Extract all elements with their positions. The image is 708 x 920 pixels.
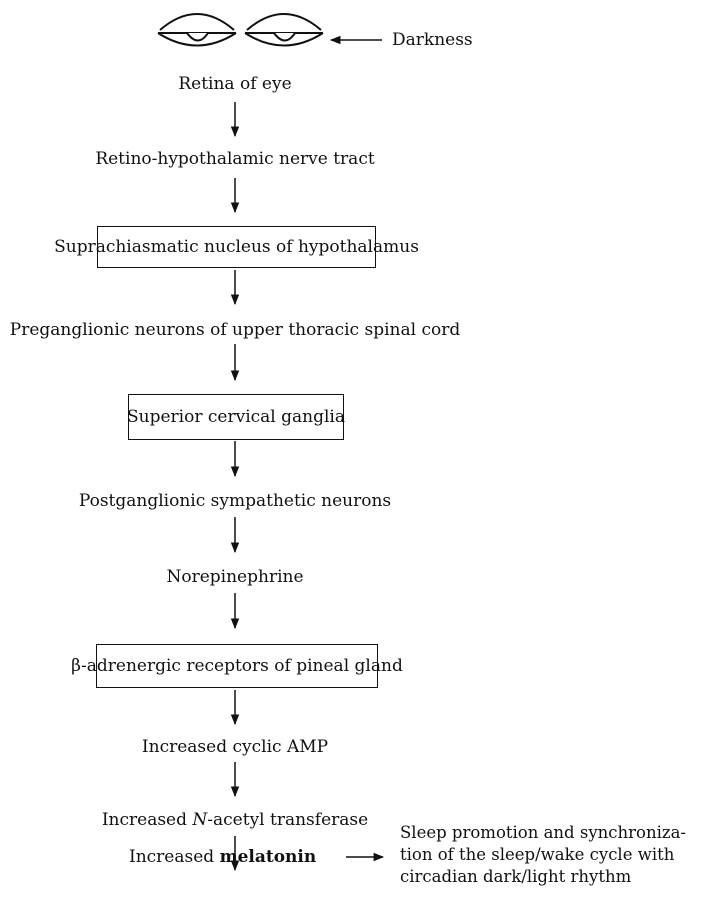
- step-postganglionic-neurons: Postganglionic sympathetic neurons: [78, 491, 392, 511]
- box-superior-cervical-ganglia-label: Superior cervical ganglia: [127, 407, 345, 427]
- step-norepinephrine: Norepinephrine: [166, 567, 304, 587]
- box-beta-adrenergic-receptors: β-adrenergic receptors of pineal gland: [71, 644, 403, 688]
- melatonin-bold: melatonin: [219, 847, 317, 867]
- flow-arrows: [230, 102, 385, 872]
- outcome-line-2: tion of the sleep/wake cycle with: [400, 845, 675, 864]
- outcome-text: Sleep promotion and synchroniza- tion of…: [400, 822, 686, 888]
- step-retino-hypothalamic-tract: Retino-hypothalamic nerve tract: [95, 149, 375, 169]
- nat-suffix: -acetyl transferase: [207, 810, 369, 830]
- nat-prefix: Increased: [101, 810, 193, 830]
- step-retina: Retina of eye: [178, 74, 292, 94]
- box-superior-cervical-ganglia: Superior cervical ganglia: [127, 394, 345, 440]
- step-increased-melatonin: Increased melatonin: [129, 847, 316, 867]
- step-preganglionic-neurons: Preganglionic neurons of upper thoracic …: [9, 320, 461, 340]
- box-suprachiasmatic-nucleus: Suprachiasmatic nucleus of hypothalamus: [54, 226, 419, 268]
- step-increased-n-acetyl-transferase: Increased N-acetyl transferase: [102, 810, 368, 830]
- outcome-line-3: circadian dark/light rhythm: [400, 867, 632, 886]
- box-beta-adrenergic-receptors-label: β-adrenergic receptors of pineal gland: [71, 656, 403, 676]
- step-increased-cyclic-amp: Increased cyclic AMP: [141, 737, 329, 757]
- nat-italic-n: N: [192, 810, 208, 830]
- outcome-line-1: Sleep promotion and synchroniza-: [400, 823, 686, 842]
- darkness-label: Darkness: [392, 30, 473, 50]
- melatonin-prefix: Increased: [129, 847, 220, 867]
- box-suprachiasmatic-nucleus-label: Suprachiasmatic nucleus of hypothalamus: [54, 237, 419, 257]
- closed-eyes-icon: [157, 13, 324, 47]
